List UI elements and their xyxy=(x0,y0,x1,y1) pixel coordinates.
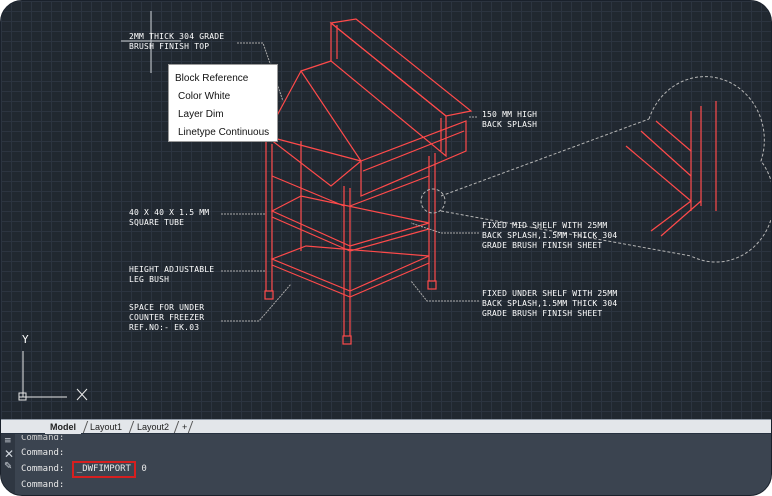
crosshair-cursor xyxy=(121,11,181,73)
block-reference-tooltip: Block Reference Color White Layer Dim Li… xyxy=(168,64,278,142)
detail-callout xyxy=(420,76,771,263)
annotation-under-shelf: FIXED UNDER SHELF WITH 25mm BACK SPLASH,… xyxy=(482,289,618,318)
close-icon[interactable]: ✕ xyxy=(4,447,15,461)
drawing-canvas xyxy=(18,11,771,401)
command-prompt: Command: xyxy=(21,464,65,474)
history-line: Command: xyxy=(21,448,65,458)
tooltip-title: Block Reference xyxy=(175,73,249,84)
annotation-leg-bush: HEIGHT ADJUSTABLE LEG BUSH xyxy=(129,265,215,284)
command-history: Command: Command: Command: _DWFIMPORT 0 … xyxy=(21,435,761,493)
ucs-icon xyxy=(18,351,88,401)
detail-drawing xyxy=(625,101,717,237)
tooltip-color: Color White xyxy=(178,91,231,102)
command-line-active: Command: _DWFIMPORT 0 xyxy=(21,461,761,478)
command-line-gutter: ≡ ✕ ✎ xyxy=(1,434,15,495)
tooltip-linetype: Linetype Continuous xyxy=(178,127,270,138)
command-input[interactable]: Command: xyxy=(21,480,65,490)
annotation-top-finish: 2MM THICK 304 GRADE BRUSH FINISH TOP xyxy=(129,32,225,51)
command-name: _DWFIMPORT xyxy=(76,464,131,474)
tab-model[interactable]: Model xyxy=(45,421,81,434)
annotation-square-tube: 40 X 40 X 1.5 MM SQUARE TUBE xyxy=(129,208,210,227)
drawing-viewport[interactable]: 2MM THICK 304 GRADE BRUSH FINISH TOP 150… xyxy=(1,1,771,419)
tab-layout1[interactable]: Layout1 xyxy=(90,422,123,432)
tab-layout2[interactable]: Layout2 xyxy=(137,422,170,432)
history-line: Command: xyxy=(21,435,65,443)
customize-icon[interactable]: ✎ xyxy=(4,461,13,472)
annotation-under-counter: SPACE FOR UNDER COUNTER FREEZER REF.NO:-… xyxy=(129,303,205,332)
command-line-panel: ≡ ✕ ✎ Command: Command: Command: _DWFIMP… xyxy=(1,434,771,495)
annotation-back-splash: 150 MM HIGH BACK SPLASH xyxy=(482,110,538,129)
command-argument: 0 xyxy=(141,464,147,474)
add-layout-button[interactable]: + xyxy=(182,422,188,432)
command-highlight: _DWFIMPORT xyxy=(71,461,136,478)
layout-tab-bar: Model Layout1 Layout2 + xyxy=(1,419,771,434)
tooltip-layer: Layer Dim xyxy=(178,109,224,120)
annotation-mid-shelf: FIXED MID SHELF WITH 25mm BACK SPLASH,1.… xyxy=(482,221,618,250)
grip-icon[interactable]: ≡ xyxy=(4,436,12,446)
ucs-y-label: Y xyxy=(22,333,29,346)
table-drawing xyxy=(264,18,473,345)
